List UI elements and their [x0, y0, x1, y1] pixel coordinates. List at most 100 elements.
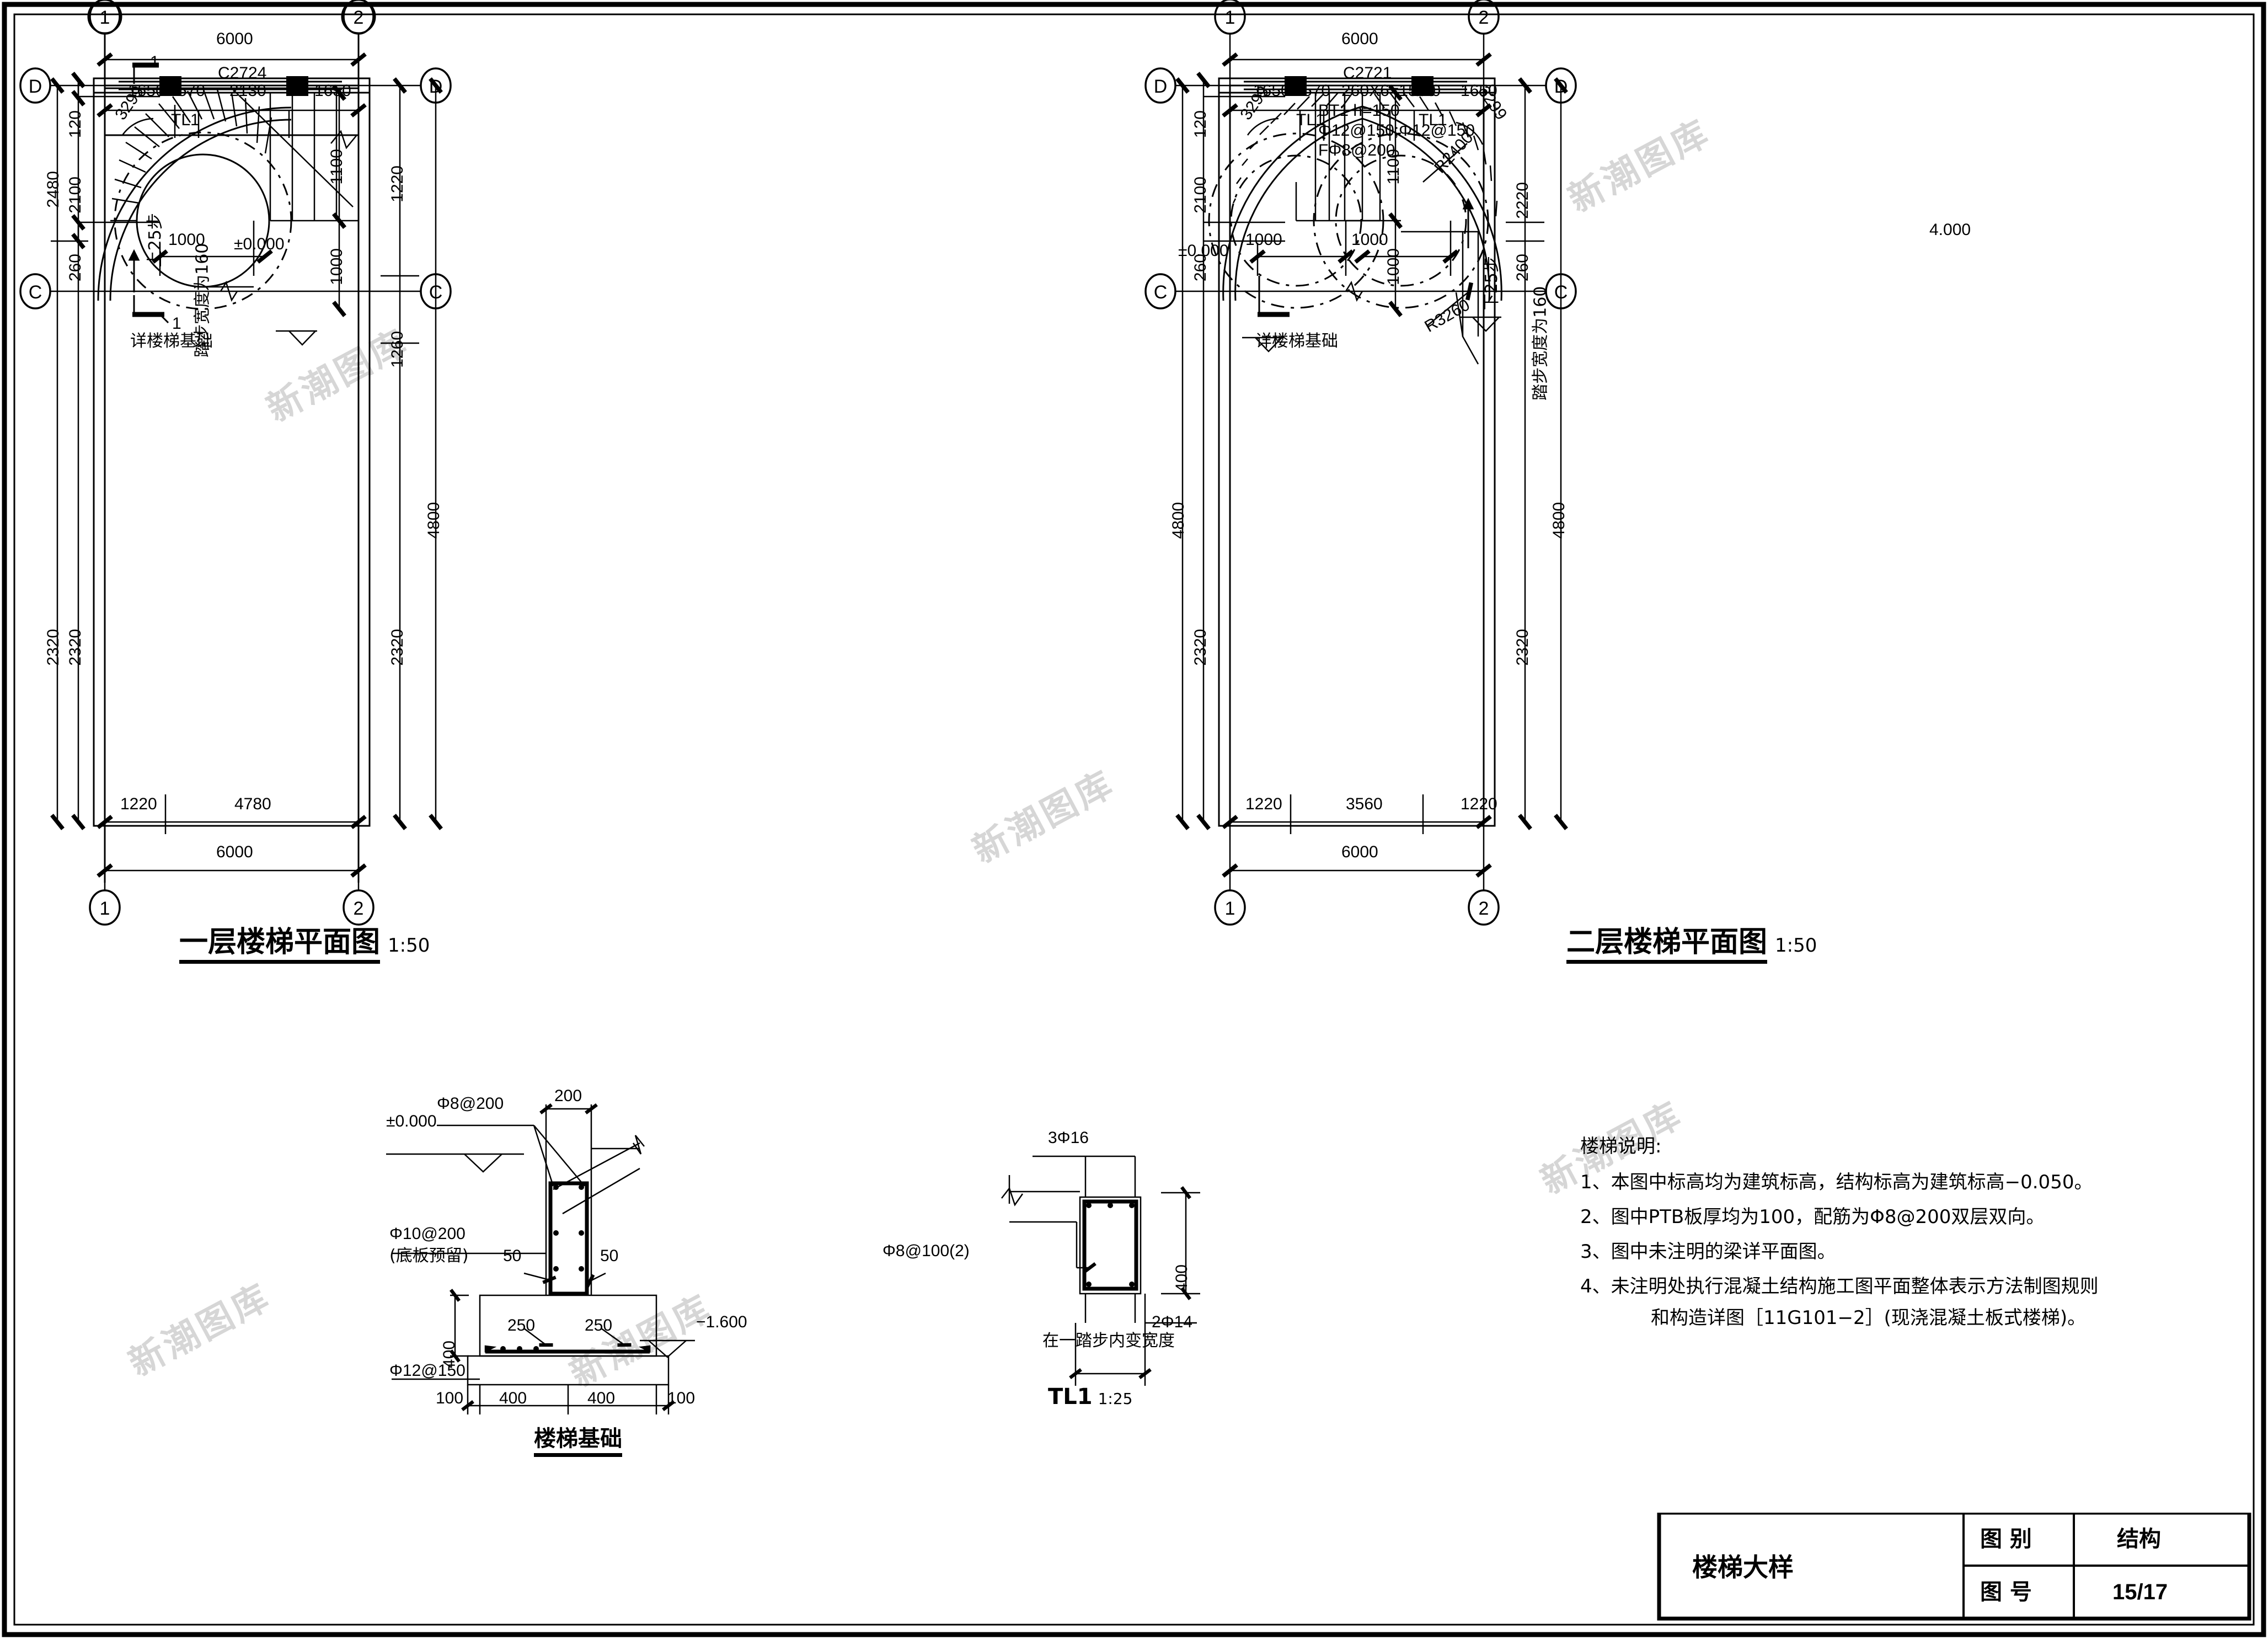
plan1-foundation-note: 详楼梯基础	[130, 332, 213, 351]
title-block-label-1: 图 号	[1980, 1579, 2032, 1605]
plan1-dim-top-1: 1650	[128, 82, 165, 100]
fnd-dim-100-right: 100	[667, 1389, 696, 1407]
plan2-dim-top-1: 1650	[1253, 82, 1290, 100]
beam-detail-title: TL1 1:25	[1048, 1386, 1133, 1408]
plan1-dim-top-3: 2130	[229, 82, 266, 100]
notes-item-1: 1、本图中标高均为建筑标高，结构标高为建筑标高−0.050。	[1580, 1171, 2093, 1193]
plan2-foundation-note: 详楼梯基础	[1255, 332, 1338, 351]
plan2-dim-left-inner-4: 2320	[1191, 629, 1210, 666]
plan-1-title-text: 一层楼梯平面图	[179, 928, 381, 964]
beam-depth: 400	[1173, 1264, 1191, 1293]
plan1-dim-bottom-1: 1220	[120, 795, 157, 813]
svg-text:2: 2	[354, 898, 364, 919]
fnd-dim-250-right: 250	[585, 1316, 613, 1334]
fnd-dim-200: 200	[554, 1087, 582, 1105]
svg-text:1: 1	[100, 7, 110, 28]
plan-2-title-text: 二层楼梯平面图	[1566, 928, 1768, 964]
svg-text:D: D	[1154, 76, 1168, 97]
plan2-window-tag: C2721	[1343, 64, 1392, 82]
plan2-elevation-2: 4.000	[1929, 221, 1971, 239]
plan1-dim-left-inner-3: 260	[66, 254, 84, 282]
fnd-elev-top: ±0.000	[386, 1112, 437, 1130]
plan2-dim-right-3: 2320	[1513, 629, 1532, 666]
plan2-dim-right-1: 2220	[1513, 182, 1532, 219]
beam-width-note: 在一踏步内变宽度	[1042, 1331, 1175, 1350]
plan2-slab-rebar-2: FΦ8@200	[1318, 141, 1395, 159]
plan-2-scale: 1:50	[1775, 935, 1817, 957]
notes-item-4: 4、未注明处执行混凝土结构施工图平面整体表示方法制图规则	[1580, 1275, 2099, 1298]
notes-item-3: 3、图中未注明的梁详平面图。	[1580, 1241, 1836, 1263]
title-block-frame	[1657, 1513, 2251, 1621]
plan1-dim-top-2: 570	[178, 82, 206, 100]
fnd-dim-400-left: 400	[499, 1389, 527, 1407]
beam-stirrup: Φ8@100(2)	[882, 1242, 970, 1260]
plan2-dim-top-4: 570	[1413, 82, 1441, 100]
notes-heading: 楼梯说明:	[1580, 1135, 1662, 1157]
plan2-dim-bottom-total: 6000	[1341, 843, 1378, 861]
beam-detail-title-text: TL1	[1048, 1384, 1093, 1410]
fnd-mid-rebar: Φ10@200	[389, 1225, 466, 1243]
plan1-dim-left-inner-1: 120	[66, 110, 84, 138]
plan1-elevation: ±0.000	[234, 235, 285, 253]
beam-top-rebar: 3Φ16	[1048, 1129, 1089, 1147]
plan1-dim-right-2: 1260	[388, 331, 406, 368]
svg-text:2: 2	[1479, 7, 1489, 28]
plan2-dim-top-5: 1650	[1461, 82, 1497, 100]
plan1-dim-left-outer-1: 2480	[44, 171, 62, 208]
fnd-bottom-rebar: Φ12@150	[389, 1362, 466, 1380]
plan2-dim-right-2: 260	[1513, 254, 1532, 282]
fnd-elev-bottom: −1.600	[696, 1313, 747, 1331]
plan2-dim-1000-right: 1000	[1351, 231, 1388, 249]
plan1-beam-tag: TL1	[171, 111, 200, 129]
beam-detail-scale: 1:25	[1098, 1390, 1133, 1408]
plan1-dim-top-4: 1650	[314, 82, 351, 100]
plan1-section-tag: 1	[150, 53, 159, 71]
svg-text:2: 2	[1479, 898, 1489, 919]
plan2-dim-bottom-1: 1220	[1245, 795, 1282, 813]
fnd-dim-400-right: 400	[587, 1389, 616, 1407]
plan1-dim-bottom-2: 4780	[234, 795, 271, 813]
plan-1-scale: 1:50	[388, 935, 430, 957]
plan1-window-tag: C2724	[218, 64, 267, 82]
plan2-dim-left-inner-1: 120	[1191, 110, 1210, 138]
plan2-dim-left-inner-2: 2100	[1191, 177, 1210, 213]
title-block-value-0: 结构	[2117, 1526, 2161, 1552]
plan2-dim-1000-left: 1000	[1245, 231, 1282, 249]
plan1-dim-right-3: 2320	[388, 629, 406, 666]
svg-text:C: C	[29, 282, 42, 303]
plan2-dim-1000-v: 1000	[1384, 248, 1403, 285]
foundation-detail-title: 楼梯基础	[534, 1428, 622, 1457]
plan1-dim-left-inner-4: 2320	[66, 629, 84, 666]
plan2-dim-bottom-3: 1220	[1461, 795, 1497, 813]
svg-text:D: D	[29, 76, 42, 97]
beam-bottom-rebar: 2Φ14	[1152, 1313, 1192, 1331]
fnd-dim-50-left: 50	[503, 1247, 522, 1265]
fnd-mid-rebar-note: (底板预留)	[389, 1246, 469, 1266]
plan2-dim-left-total: 4800	[1169, 502, 1188, 539]
fnd-top-rebar: Φ8@200	[437, 1095, 504, 1113]
plan2-beam-tag-right: TL1	[1419, 111, 1447, 129]
plan1-stair-direction: 上25步	[146, 213, 165, 268]
plan2-stair-direction: 下25步	[1482, 256, 1502, 311]
plan-1-title: 一层楼梯平面图 1:50	[179, 928, 430, 964]
title-block-value-1: 15/17	[2112, 1580, 2168, 1604]
fnd-dim-100-left: 100	[436, 1389, 464, 1407]
plan1-dim-left-outer-2: 2320	[44, 629, 62, 666]
plan2-dim-right-total: 4800	[1550, 502, 1568, 539]
fnd-dim-50-right: 50	[600, 1247, 619, 1265]
plan2-dim-total-top: 6000	[1341, 30, 1378, 48]
plan2-tread-note: 踏步宽度为160	[1531, 286, 1550, 401]
plan2-dim-bottom-2: 3560	[1346, 795, 1383, 813]
plan1-dim-1000-h: 1000	[168, 231, 205, 249]
plan-2-title: 二层楼梯平面图 1:50	[1566, 928, 1817, 964]
plan2-beam-tag-left: TL1	[1296, 111, 1325, 129]
plan2-dim-top-2: 570	[1303, 82, 1331, 100]
plan1-dim-bottom-total: 6000	[216, 843, 253, 861]
plan2-slab-rebar-1: Φ12@150;Φ12@150	[1318, 121, 1475, 140]
title-block-drawing-name: 楼梯大样	[1692, 1552, 1794, 1582]
beam-detail-graphic	[1001, 1155, 1200, 1386]
svg-text:C: C	[1154, 282, 1168, 303]
